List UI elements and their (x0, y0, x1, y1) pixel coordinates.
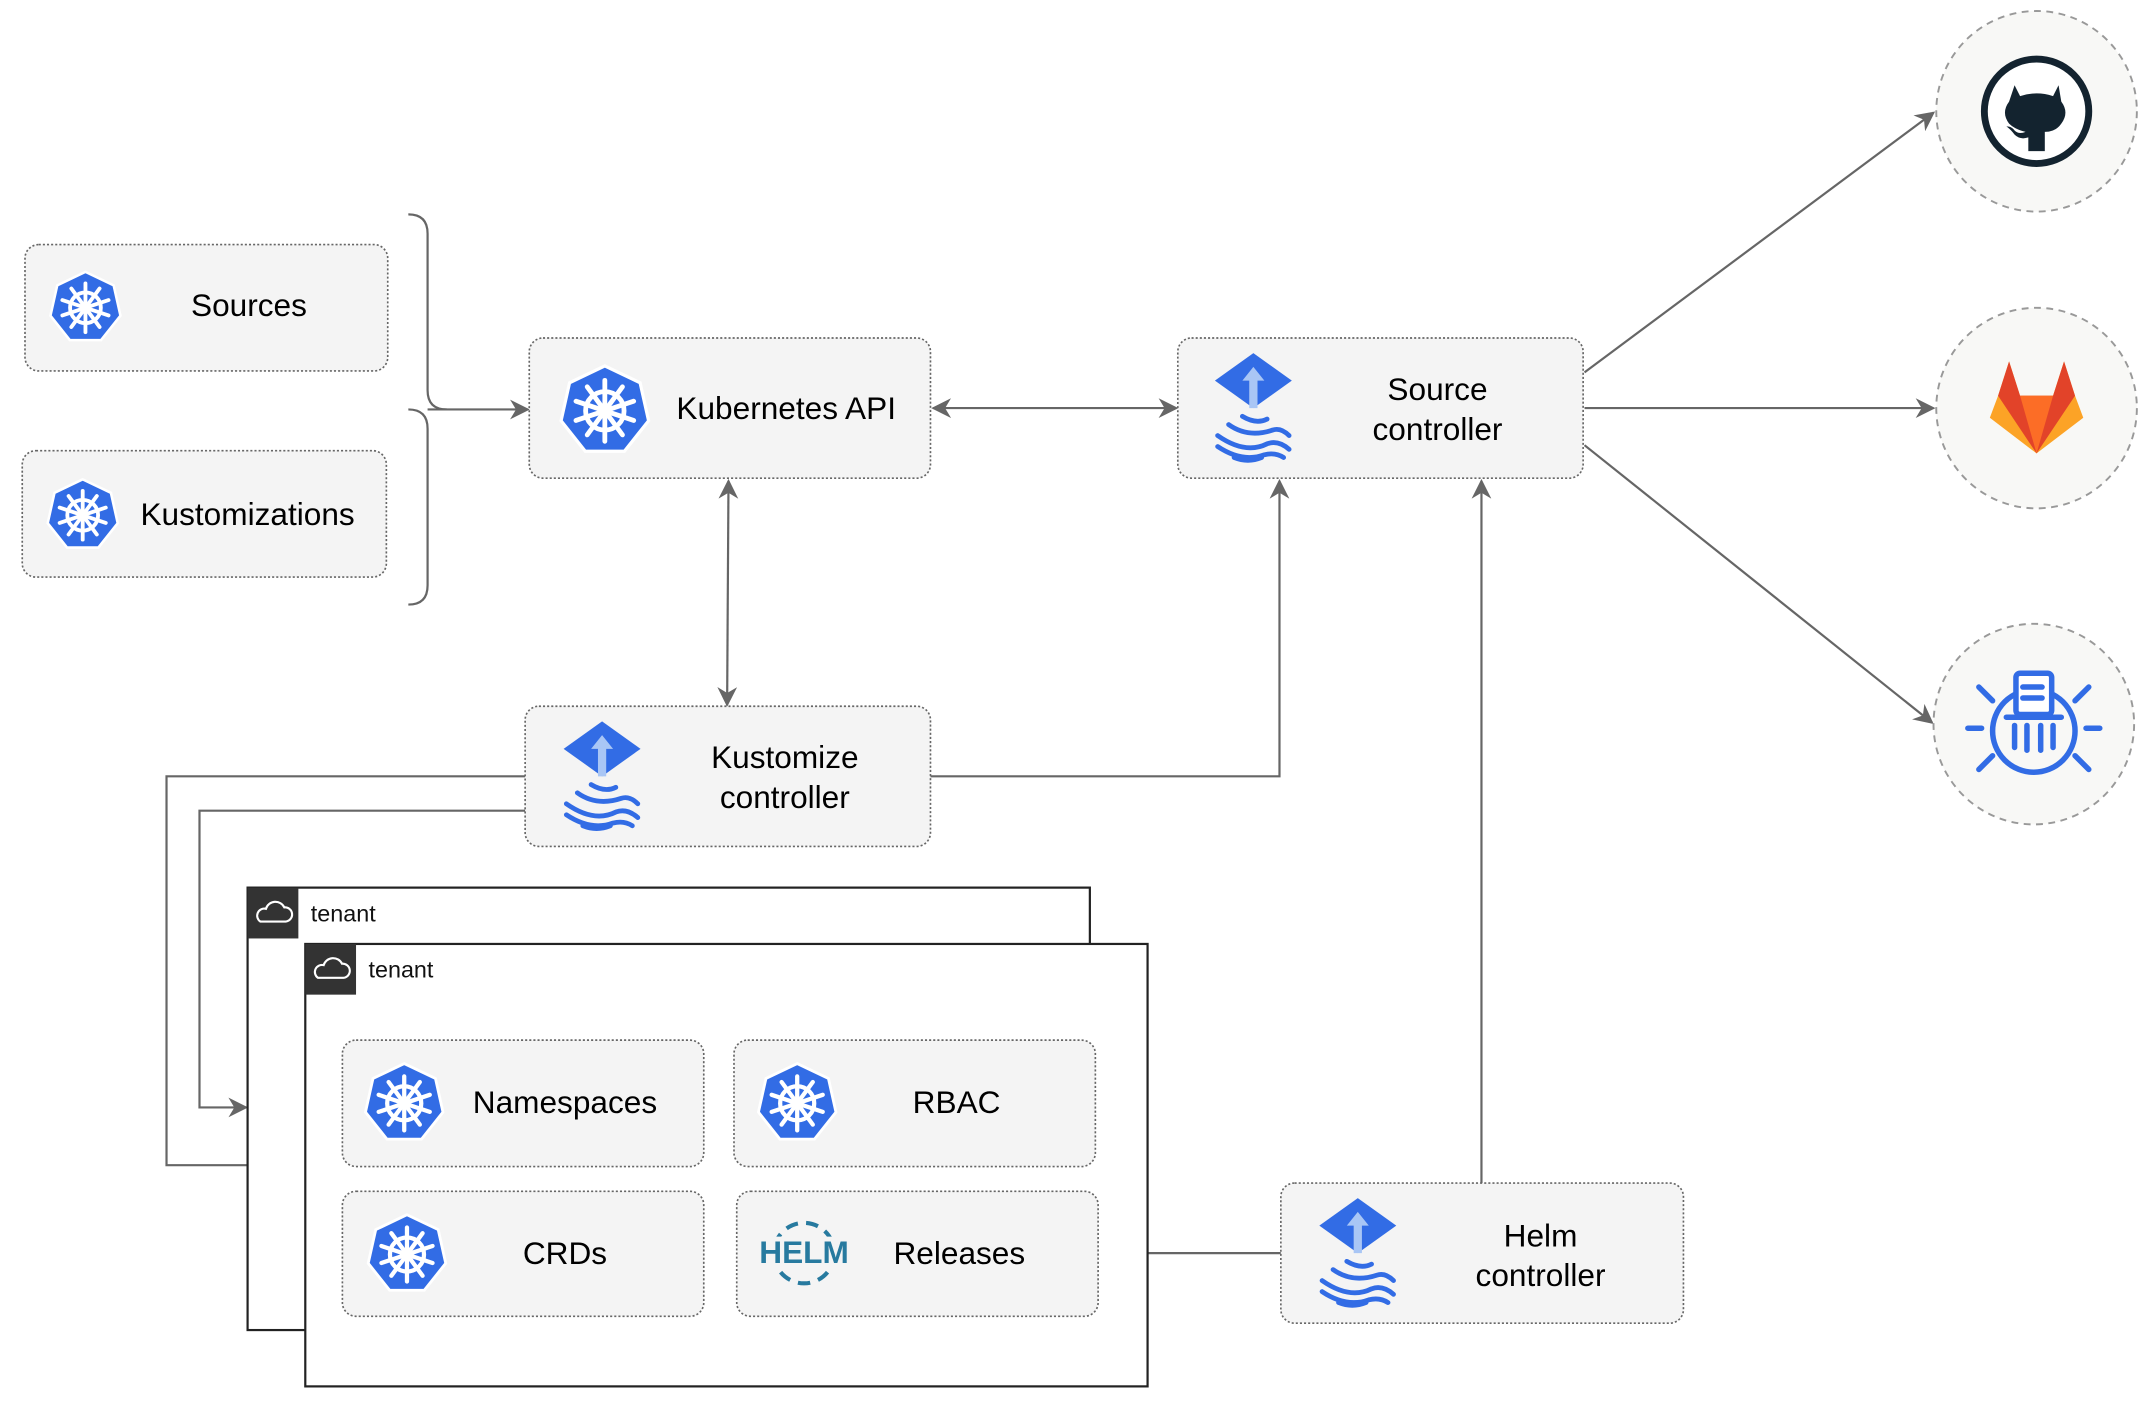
sources-node[interactable]: Sources (24, 243, 389, 372)
gitlab-source[interactable] (1935, 306, 2138, 510)
kustomize-controller-node[interactable]: Kustomize controller (524, 705, 932, 848)
kubernetes-api-label: Kubernetes API (676, 390, 896, 426)
namespaces-label: Namespaces (473, 1084, 657, 1120)
sources-label: Sources (191, 287, 307, 323)
svg-text:HELM: HELM (759, 1234, 849, 1270)
helm-controller-label-line2: controller (1476, 1257, 1606, 1293)
edge-source-to-github (1583, 111, 1936, 374)
kubernetes-api-node[interactable]: Kubernetes API (528, 337, 932, 479)
github-icon (1980, 55, 2093, 167)
namespaces-node[interactable]: Namespaces (341, 1039, 705, 1168)
tenant-label: tenant (311, 900, 376, 926)
releases-node[interactable]: HELM Releases (735, 1190, 1099, 1318)
crds-node[interactable]: CRDs (341, 1190, 705, 1318)
sources-brace (408, 213, 447, 606)
github-source[interactable] (1935, 10, 2138, 213)
edge-source-to-helm-repository (1583, 444, 1934, 724)
edge-kubernetes-api-kustomize-controller (717, 478, 739, 707)
kustomizations-node[interactable]: Kustomizations (21, 449, 388, 578)
kustomizations-label: Kustomizations (140, 496, 354, 532)
helm-repository-source[interactable] (1932, 622, 2136, 826)
gitlab-icon (1989, 361, 2084, 454)
helm-repository-bug-icon (1965, 670, 2103, 775)
edge-kustomize-to-tenant-back (198, 809, 526, 1118)
cloud-icon (305, 943, 357, 995)
kustomize-controller-label-line2: controller (720, 779, 850, 815)
rbac-label: RBAC (913, 1084, 1001, 1120)
crds-label: CRDs (523, 1235, 607, 1271)
rbac-node[interactable]: RBAC (733, 1039, 1097, 1168)
source-controller-node[interactable]: Source controller (1176, 337, 1584, 479)
tenant-label: tenant (369, 957, 434, 983)
source-controller-label-line1: Source (1387, 371, 1487, 407)
helm-logo: HELM (758, 1220, 850, 1286)
releases-label: Releases (893, 1235, 1025, 1271)
helm-controller-node[interactable]: Helm controller (1280, 1182, 1685, 1325)
helm-controller-label-line1: Helm (1504, 1217, 1578, 1253)
source-controller-label-line2: controller (1373, 411, 1503, 447)
kustomize-controller-label-line1: Kustomize (711, 739, 858, 775)
edge-kustomize-to-tenant-front (165, 775, 526, 1176)
cloud-icon (247, 887, 299, 939)
edge-kustomize-to-source-controller (930, 478, 1290, 778)
